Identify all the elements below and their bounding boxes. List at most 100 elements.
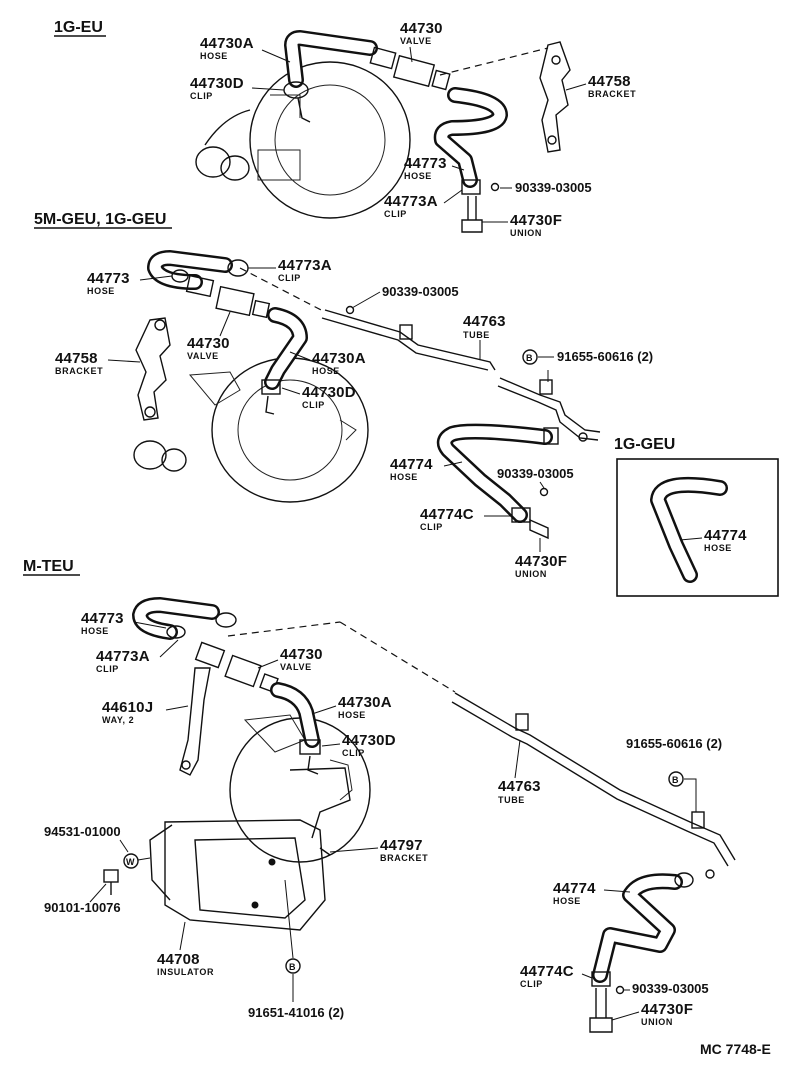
label-44758: 44758	[588, 73, 631, 90]
valve-44730	[185, 274, 271, 319]
clip-44774c	[511, 427, 559, 523]
label-44730f-name: UNION	[515, 569, 547, 579]
label-44763-name: TUBE	[463, 330, 490, 340]
label-44730d: 44730D	[342, 732, 396, 749]
label-44730a-name: HOSE	[200, 51, 228, 61]
hose-44773	[132, 597, 220, 640]
marker-w: W	[126, 857, 135, 867]
section-5m-geu: 5M-GEU, 1G-GEU	[34, 211, 779, 597]
label-44758-name: BRACKET	[55, 366, 103, 376]
gasket-90339-03005	[345, 305, 355, 315]
washer-marker-w: W	[123, 853, 139, 869]
label-44773a: 44773A	[278, 257, 332, 274]
label-44797-name: BRACKET	[380, 853, 428, 863]
label-44797: 44797	[380, 837, 423, 854]
label-91655-60616: 91655-60616 (2)	[557, 349, 653, 364]
label-44730-name: VALVE	[400, 36, 432, 46]
label-44774-name: HOSE	[553, 896, 581, 906]
label-44763: 44763	[463, 313, 506, 330]
label-44730: 44730	[187, 335, 230, 352]
way-44610j	[179, 667, 211, 776]
clip-44774c	[591, 872, 694, 987]
label-44708: 44708	[157, 951, 200, 968]
label-91651-41016: 91651-41016 (2)	[248, 1005, 344, 1020]
label-44774: 44774	[553, 880, 596, 897]
inset-title: 1G-GEU	[614, 436, 675, 453]
bolt-marker-b-bottom: B	[285, 958, 301, 974]
label-44730: 44730	[280, 646, 323, 663]
label-44730d: 44730D	[302, 384, 356, 401]
section-1g-eu: 1G-EU	[54, 19, 636, 238]
label-44730d-name: CLIP	[342, 748, 365, 758]
marker-b: B	[526, 353, 533, 363]
connection-dashed-line	[227, 621, 341, 637]
hose-44730a	[284, 30, 378, 88]
label-44730-name: VALVE	[280, 662, 312, 672]
label-44730f: 44730F	[515, 553, 567, 570]
label-44773a-name: CLIP	[96, 664, 119, 674]
label-44774c: 44774C	[520, 963, 574, 980]
label-44773a: 44773A	[96, 648, 150, 665]
section-m-teu: M-TEU	[23, 558, 736, 1033]
inset-hose-44774	[650, 476, 728, 583]
hose-44774	[592, 873, 683, 983]
hose-44774	[436, 423, 553, 523]
section-title-m-teu: M-TEU	[23, 558, 74, 575]
label-44730a: 44730A	[200, 35, 254, 52]
brake-booster	[133, 357, 369, 503]
label-44773: 44773	[81, 610, 124, 627]
label-44730-name: VALVE	[187, 351, 219, 361]
label-44730f: 44730F	[510, 212, 562, 229]
label-44773: 44773	[404, 155, 447, 172]
union-44730f	[461, 182, 500, 233]
label-44773a-name: CLIP	[278, 273, 301, 283]
label-44773a: 44773A	[384, 193, 438, 210]
label-44730: 44730	[400, 20, 443, 37]
hose-44773	[433, 87, 508, 188]
clip-44773a	[166, 612, 237, 639]
valve-44730	[194, 641, 279, 693]
hose-44730a	[264, 307, 308, 390]
label-90339-03005-b: 90339-03005	[382, 284, 459, 299]
clip-44730d	[283, 81, 311, 123]
valve-44730	[369, 46, 451, 91]
inset-label-44774: 44774	[704, 527, 747, 544]
label-90339-03005-c: 90339-03005	[497, 466, 574, 481]
label-44730a: 44730A	[312, 350, 366, 367]
label-44773: 44773	[87, 270, 130, 287]
bracket-44797	[289, 767, 351, 856]
hose-44730a	[270, 682, 320, 748]
clip-44730d	[261, 379, 281, 415]
label-44758-name: BRACKET	[588, 89, 636, 99]
clip-44773a	[461, 179, 481, 195]
label-44730a: 44730A	[338, 694, 392, 711]
label-44730f-name: UNION	[510, 228, 542, 238]
label-90339-03005-d: 90339-03005	[632, 981, 709, 996]
marker-b: B	[672, 775, 679, 785]
label-90101-10076: 90101-10076	[44, 900, 121, 915]
label-44774c-name: CLIP	[420, 522, 443, 532]
label-44774: 44774	[390, 456, 433, 473]
label-44708-name: INSULATOR	[157, 967, 214, 977]
tube-44763	[451, 692, 736, 879]
label-44774c-name: CLIP	[520, 979, 543, 989]
label-94531-01000: 94531-01000	[44, 824, 121, 839]
label-44610j: 44610J	[102, 699, 153, 716]
connection-dashed-line	[439, 47, 549, 76]
label-90339-03005-a: 90339-03005	[515, 180, 592, 195]
label-44774-name: HOSE	[390, 472, 418, 482]
label-44773a-name: CLIP	[384, 209, 407, 219]
bolt-marker-b: B	[522, 349, 538, 365]
label-44730a-name: HOSE	[338, 710, 366, 720]
label-44773-name: HOSE	[404, 171, 432, 181]
label-44730f: 44730F	[641, 1001, 693, 1018]
bolt-marker-b-top: B	[668, 771, 684, 787]
union-44730f	[529, 487, 549, 540]
union-44730f	[589, 985, 625, 1033]
tube-44763	[321, 309, 601, 442]
label-44758: 44758	[55, 350, 98, 367]
connection-dashed-line	[239, 267, 326, 313]
section-title-1g-eu: 1G-EU	[54, 19, 103, 36]
label-44763-name: TUBE	[498, 795, 525, 805]
